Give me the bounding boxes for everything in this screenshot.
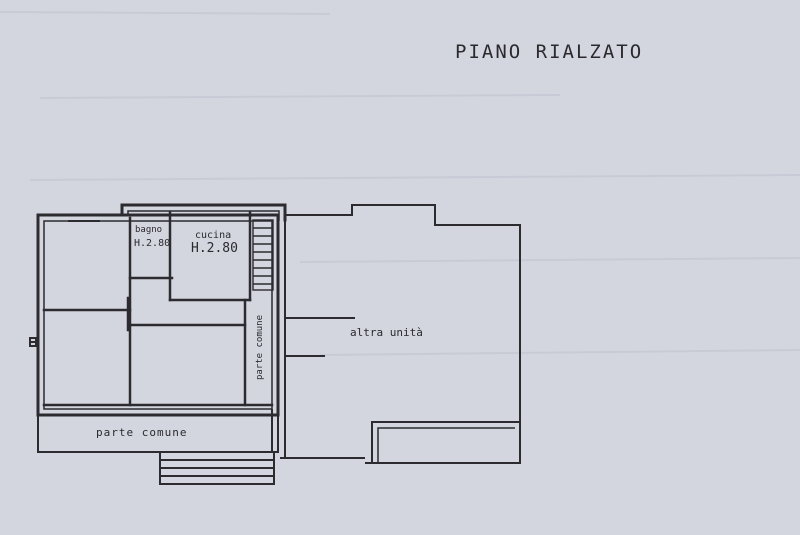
opening-marks bbox=[29, 204, 225, 406]
room-label-common-bottom: parte comune bbox=[96, 426, 187, 439]
room-label-bagno: bagno bbox=[135, 225, 162, 235]
internal-stair bbox=[252, 219, 274, 291]
paper-bleed-texture bbox=[0, 11, 800, 356]
room-label-common-vertical: parte comune bbox=[255, 315, 265, 380]
room-label-cucina: cucina bbox=[195, 230, 231, 241]
room-height-cucina: H.2.80 bbox=[191, 241, 238, 256]
other-unit-walls bbox=[280, 204, 521, 464]
common-strip-outline bbox=[37, 409, 279, 453]
floor-title: PIANO RIALZATO bbox=[455, 41, 643, 63]
room-height-bagno: H.2.80 bbox=[134, 238, 170, 249]
room-label-other-unit: altra unità bbox=[350, 326, 423, 339]
entrance-steps bbox=[159, 451, 275, 485]
